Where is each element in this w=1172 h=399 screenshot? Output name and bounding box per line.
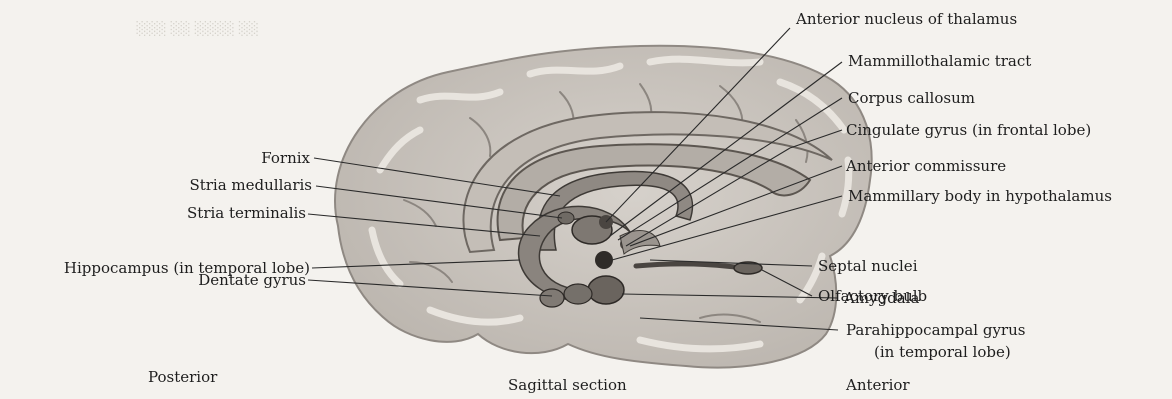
dentate-shape-2 [540,289,564,307]
label-stria-terminalis: Stria terminalis [187,205,306,222]
dentate-shape-1 [564,284,592,304]
label-corpus-callosum: Corpus callosum [848,90,975,107]
label-dentate-gyrus: Dentate gyrus [198,272,306,289]
label-anterior-nucleus-thalamus: Anterior nucleus of thalamus [796,11,1017,28]
caption-sagittal-section: Sagittal section [508,376,627,394]
label-mammillary-body: Mammillary body in hypothalamus [848,188,1112,205]
amygdala-shape [588,276,624,304]
label-septal-nuclei: Septal nuclei [818,258,918,275]
label-amygdala: Amygdala [844,290,919,307]
label-stria-medullaris: Stria medullaris [189,177,312,194]
mammillary-body-shape [595,251,613,269]
label-cingulate-gyrus: Cingulate gyrus (in frontal lobe) [846,122,1091,139]
label-parahippocampal-gyrus-line2: (in temporal lobe) [874,344,1011,361]
label-anterior-commissure: Anterior commissure [846,158,1006,175]
brain-outline [335,46,872,368]
caption-posterior: Posterior [148,368,217,386]
label-parahippocampal-gyrus: Parahippocampal gyrus [846,322,1025,339]
label-fornix: Fornix [261,150,310,167]
caption-anterior: Anterior [846,376,910,394]
label-mammillothalamic-tract: Mammillothalamic tract [848,53,1031,70]
